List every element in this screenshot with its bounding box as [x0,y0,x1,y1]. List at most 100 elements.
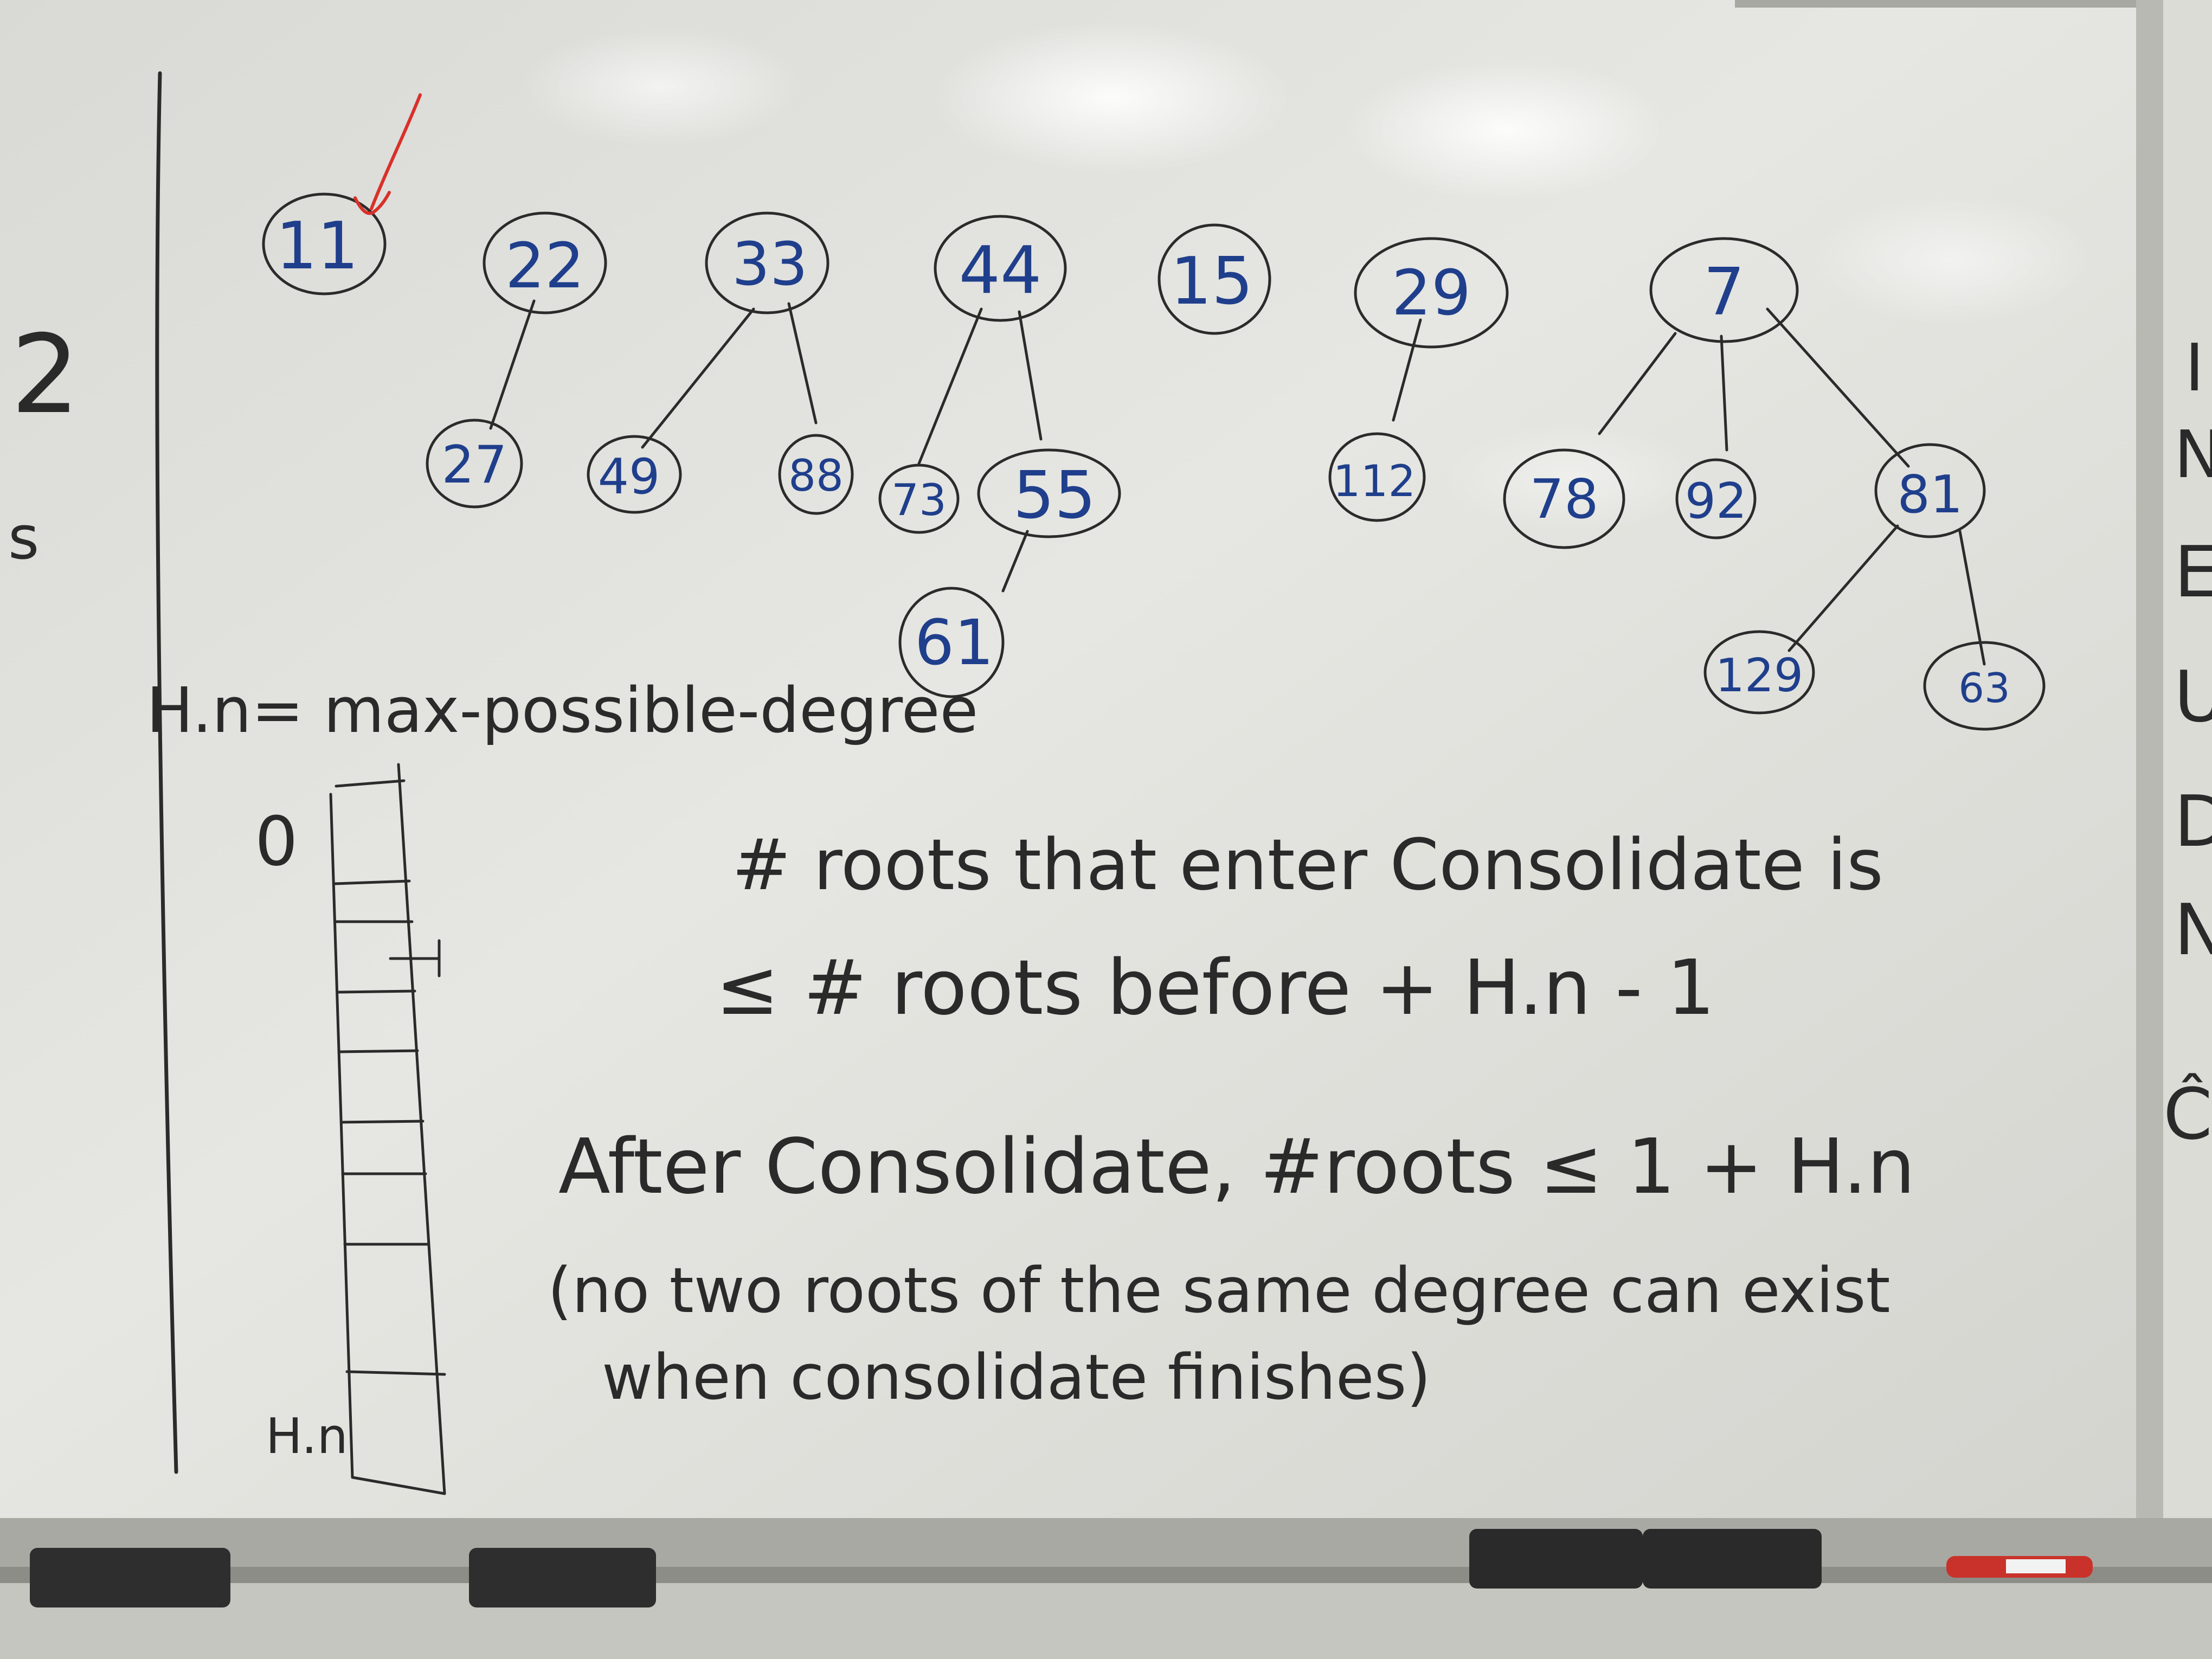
node-15-circle [1158,223,1271,335]
node-55-circle [977,448,1121,538]
array-cell-3 [337,989,416,994]
node-81-key: 81 [1898,465,1963,525]
node-22-key: 22 [505,230,584,303]
node-44-key: 44 [959,233,1042,308]
hn-definition: H.n= max-possible-degree [146,674,978,747]
node-44-circle [934,215,1067,322]
eraser-3 [1469,1529,1643,1589]
margin-text-left-1: 2 [11,312,80,438]
eraser-2 [469,1548,656,1607]
glare-4 [1811,195,2093,325]
node-27-key: 27 [442,435,507,495]
node-33-key: 33 [732,229,808,299]
min-pointer-shaft [370,93,422,210]
margin-text-right-3: E [2174,531,2212,613]
min-pointer-head [353,191,391,215]
marker-label [2006,1559,2066,1573]
tray-lip [0,1567,2212,1583]
note-line-4: (no two roots of the same degree can exi… [548,1255,1891,1327]
divider-line [155,71,178,1474]
note-line-2: ≤ # roots before + H.n - 1 [716,944,1715,1032]
edge-33-88 [787,302,818,425]
erasers [30,1529,1822,1607]
node-112-key: 112 [1333,456,1416,506]
node-63-circle [1923,641,2046,731]
node-11-key: 11 [276,209,359,284]
heap-nodes [262,192,2046,731]
array-label-top: 0 [255,802,298,881]
edge-7-81 [1766,307,1910,468]
wall-below [0,1583,2212,1659]
margin-text-left-2: s [8,503,39,573]
margin-text-right-4: U [2174,655,2212,738]
edge-29-112 [1392,318,1422,422]
edge-44-73 [917,307,983,465]
node-33-circle [705,211,829,314]
edge-7-92 [1720,335,1728,452]
node-78-key: 78 [1529,467,1598,531]
node-11-circle [262,192,387,295]
note-line-5: when consolidate finishes) [602,1341,1431,1414]
eraser-4 [1643,1529,1822,1589]
margin-text-right-1: I [2185,331,2204,406]
heap-keys: 11 22 27 33 49 88 44 73 55 61 15 29 112 … [276,209,2010,712]
array-cell-8 [345,1370,446,1376]
glare-1 [933,22,1290,173]
node-129-key: 129 [1715,649,1803,703]
node-88-circle [778,434,854,515]
consolidate-notes: # roots that enter Consolidate is ≤ # ro… [548,824,1915,1414]
edge-7-78 [1598,332,1677,435]
array-cell-5 [340,1120,425,1124]
array-right-edge [397,763,446,1495]
board-frame-right [2136,0,2163,1518]
margin-text-right-5: D [2174,780,2212,863]
note-line-3: After Consolidate, #roots ≤ 1 + H.n [558,1123,1915,1211]
node-73-key: 73 [891,475,947,525]
board-surface [0,0,2147,1518]
margin-text-right-2: N [2174,417,2212,493]
node-29-key: 29 [1392,257,1471,330]
edge-55-61 [1001,530,1029,593]
node-27-circle [426,419,523,509]
node-88-key: 88 [788,451,844,501]
node-29-circle [1354,237,1509,349]
array-cell-1 [333,879,411,885]
array-cell-4 [339,1049,419,1053]
node-92-key: 92 [1685,473,1747,530]
node-7-key: 7 [1703,255,1745,330]
node-129-circle [1703,630,1815,715]
array-label-bottom: H.n [266,1408,348,1465]
next-board [2163,0,2212,1518]
node-112-circle [1328,432,1426,522]
node-73-circle [878,464,960,534]
edge-44-55 [1018,310,1043,441]
board-frame-top [1735,0,2136,8]
node-92-circle [1675,458,1757,539]
node-61-key: 61 [915,607,994,679]
node-63-key: 63 [1958,664,2010,712]
note-line-1: # roots that enter Consolidate is [732,824,1883,906]
array-cell-0 [335,779,406,788]
min-pointer-arrow [353,93,422,215]
glare-2 [1345,60,1670,201]
node-7-circle [1649,237,1799,343]
node-61-circle [898,587,1005,698]
glare-5 [1442,423,1702,531]
node-22-circle [483,211,607,314]
marker [1946,1556,2093,1578]
node-78-circle [1503,448,1625,549]
edge-33-49 [641,307,755,449]
eraser-1 [30,1548,230,1607]
node-49-key: 49 [598,448,660,505]
degree-array [329,763,446,1495]
node-15-key: 15 [1171,244,1253,319]
array-left-edge [329,793,354,1479]
margin-text-right-6: N [2174,889,2212,971]
edge-22-27 [489,299,536,430]
node-49-circle [587,435,682,514]
glare-3 [520,27,802,146]
node-55-key: 55 [1013,458,1096,533]
array-bottom [351,1476,446,1495]
edge-81-129 [1787,524,1899,652]
